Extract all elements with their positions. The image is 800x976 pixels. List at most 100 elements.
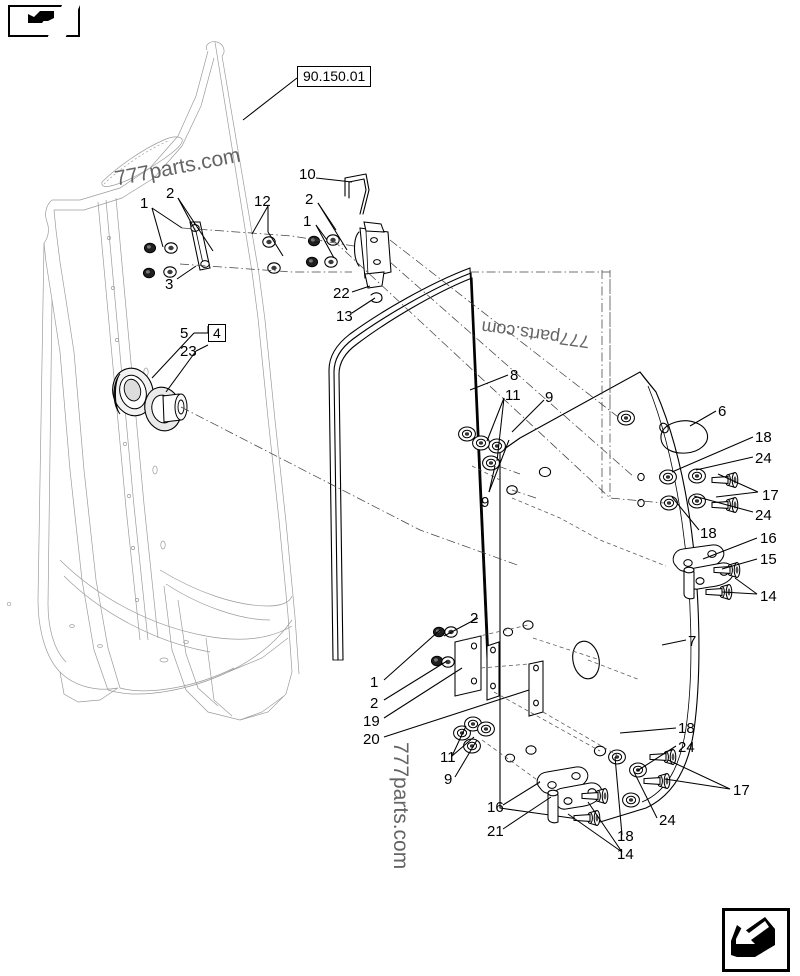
callout-18-c[interactable]: 18 (678, 720, 695, 737)
leader-line (496, 397, 505, 462)
lock-barrel-assembly (112, 367, 188, 432)
cab-body-outline (6, 41, 300, 721)
callout-24-a[interactable]: 24 (755, 450, 772, 467)
leader-line (176, 265, 197, 280)
leader-line (695, 456, 754, 471)
leader-line (383, 629, 441, 681)
leader-line (488, 439, 510, 493)
leader-line (383, 660, 448, 701)
callout-2[interactable]: 2 (166, 185, 175, 202)
latch-assembly (305, 173, 392, 303)
leader-line (351, 297, 376, 314)
callout-3[interactable]: 3 (165, 276, 174, 293)
callout-24-b[interactable]: 24 (755, 507, 772, 524)
callout-9-upper2[interactable]: 9 (481, 494, 490, 511)
callout-2-lower[interactable]: 2 (470, 610, 479, 627)
leader-line (734, 577, 758, 595)
leader-line (636, 745, 677, 772)
leader-line (251, 205, 269, 235)
leader-line (717, 473, 759, 493)
leader-line (443, 617, 479, 637)
leader-lines (151, 77, 759, 853)
leader-line (721, 591, 758, 595)
leader-line (567, 813, 623, 853)
arrow-cursor-icon (28, 11, 54, 23)
callout-9-upper[interactable]: 9 (545, 389, 554, 406)
callout-24-d[interactable]: 24 (659, 812, 676, 829)
callout-20[interactable]: 20 (363, 731, 380, 748)
leader-line (242, 77, 298, 121)
callout-16-b[interactable]: 16 (487, 799, 504, 816)
leader-line (451, 736, 475, 757)
leader-line (614, 756, 623, 836)
callout-14-b[interactable]: 14 (617, 846, 634, 863)
leader-line (619, 727, 677, 734)
leader-line (177, 197, 197, 233)
leader-line (151, 207, 183, 229)
callout-17-a[interactable]: 17 (762, 487, 779, 504)
top-left-logo (8, 5, 80, 37)
callout-15[interactable]: 15 (760, 551, 777, 568)
leader-line (267, 231, 284, 257)
leader-line (715, 491, 759, 498)
callout-23[interactable]: 23 (180, 343, 197, 360)
leader-line (469, 374, 509, 391)
leader-line (633, 771, 658, 819)
glass-holes (502, 466, 623, 763)
group-box-4[interactable]: 4 (208, 324, 226, 343)
leader-line (315, 224, 335, 259)
leader-line (667, 759, 731, 790)
callout-22[interactable]: 22 (333, 285, 350, 302)
callout-2-latch[interactable]: 2 (305, 191, 314, 208)
callout-11-upper[interactable]: 11 (505, 387, 521, 404)
callout-9-lower[interactable]: 9 (444, 771, 453, 788)
leader-line (454, 739, 478, 778)
plug-part-6 (659, 420, 709, 454)
assembly-axis-lines (179, 227, 667, 783)
callout-18-b[interactable]: 18 (700, 525, 717, 542)
leader-line (689, 410, 717, 427)
callout-17-b[interactable]: 17 (733, 782, 750, 799)
callout-18-a[interactable]: 18 (755, 429, 772, 446)
callout-7[interactable]: 7 (688, 633, 697, 650)
reference-callout-90-150-01[interactable]: 90.150.01 (297, 66, 372, 88)
leader-line (511, 399, 545, 433)
callout-14-a[interactable]: 14 (760, 588, 777, 605)
upper-hinge-plate (189, 221, 211, 271)
leader-line (195, 344, 209, 352)
leader-line (488, 465, 496, 493)
callout-13[interactable]: 13 (336, 308, 353, 325)
callout-11-lower[interactable]: 11 (440, 749, 456, 766)
callout-12[interactable]: 12 (254, 193, 271, 210)
hardware-column-right (617, 410, 739, 513)
arrow-cursor-icon (725, 911, 781, 963)
leader-line (451, 725, 467, 757)
bottom-right-logo (722, 908, 790, 972)
callout-18-d[interactable]: 18 (617, 828, 634, 845)
leader-line (664, 778, 731, 790)
watermark-777parts-3: 777parts.com (389, 742, 412, 870)
callout-1-lower[interactable]: 1 (370, 674, 379, 691)
callout-1[interactable]: 1 (140, 195, 149, 212)
callout-19[interactable]: 19 (363, 713, 380, 730)
leader-line (383, 667, 463, 719)
callout-8[interactable]: 8 (510, 367, 519, 384)
leader-line (317, 202, 348, 251)
leader-line (383, 689, 530, 738)
leader-line (502, 781, 541, 806)
leader-line (661, 639, 687, 646)
callout-1-latch[interactable]: 1 (303, 213, 312, 230)
callout-10[interactable]: 10 (299, 166, 316, 183)
callout-2-lower2[interactable]: 2 (370, 695, 379, 712)
leader-line (702, 537, 758, 560)
callout-16-a[interactable]: 16 (760, 530, 777, 547)
callout-5[interactable]: 5 (180, 325, 189, 342)
callout-6[interactable]: 6 (718, 403, 727, 420)
callout-24-c[interactable]: 24 (678, 739, 695, 756)
door-seal-frame (328, 267, 490, 663)
callout-21[interactable]: 21 (487, 823, 504, 840)
leader-line (315, 177, 353, 183)
hardware-cluster-lower (453, 716, 495, 754)
